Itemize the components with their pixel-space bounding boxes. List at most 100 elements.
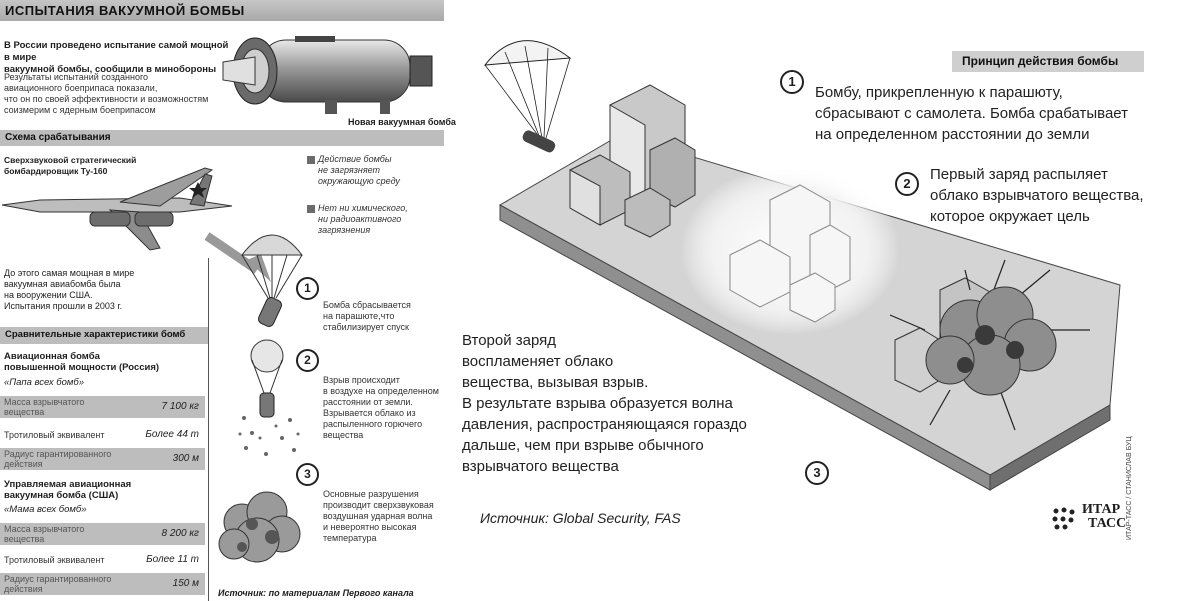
step-1-text: Бомба сбрасывается на парашюте,что стаби… — [323, 300, 443, 333]
row-label: действия — [4, 584, 43, 594]
step-line: воздушная ударная волна — [323, 511, 433, 521]
step-3-text: Основные разрушения производит сверхзвук… — [323, 489, 443, 544]
row-value: Более 44 т — [145, 429, 199, 440]
drop-arrow — [205, 232, 271, 282]
principle-header: Принцип действия бомбы — [952, 51, 1144, 72]
intro-lead: В России проведено испытание самой мощно… — [4, 40, 234, 76]
intro-lead-line: В России проведено испытание самой мощно… — [4, 40, 229, 63]
note-no-contamination: Нет ни химического, ни радиоактивного за… — [318, 203, 438, 236]
row-label: вещества — [4, 534, 45, 544]
note-no-pollution: Действие бомбы не загрязняет окружающую … — [318, 154, 438, 187]
principle-line: вещества, вызывая взрыв. — [462, 374, 649, 391]
usa-bomb-name: Управляемая авиационная вакуумная бомба … — [4, 479, 204, 501]
principle-line: Первый заряд распыляет — [930, 166, 1108, 183]
principle-line: В результате взрыва образуется волна — [462, 395, 733, 412]
vacuum-bomb-illustration — [222, 36, 433, 114]
intro-body-line: что он по своей эффективности и возможно… — [4, 94, 209, 104]
bomber-caption-line: бомбардировщик Ту-160 — [4, 166, 108, 176]
explosion-illustration — [218, 491, 301, 563]
left-source: Источник: по материалам Первого канала — [218, 588, 414, 598]
principle-step-2-badge: 2 — [895, 172, 919, 196]
step-2-text: Взрыв происходит в воздухе на определенн… — [323, 375, 443, 441]
intro-body-line: соизмерим с ядерным боеприпасом — [4, 105, 156, 115]
step-line: Взрыв происходит — [323, 375, 400, 385]
principle-line: облако взрывчатого вещества, — [930, 187, 1144, 204]
step-2-badge: 2 — [296, 349, 319, 372]
logo-line: ТАСС — [1088, 516, 1127, 531]
note-bullet — [307, 156, 315, 164]
principle-line: на определенном расстоянии до земли — [815, 126, 1090, 143]
step-line: Основные разрушения — [323, 489, 419, 499]
row-label: Масса взрывчатого — [4, 524, 85, 534]
city-block-illustration — [483, 40, 1121, 491]
usa-row: Тротиловый эквивалент Более 11 т — [0, 549, 205, 571]
principle-step-3-text: Второй заряд воспламеняет облако веществ… — [462, 330, 782, 477]
russia-bomb-name: Авиационная бомба повышенной мощности (Р… — [4, 351, 204, 373]
row-label: Тротиловый эквивалент — [4, 555, 105, 565]
principle-line: воспламеняет облако — [462, 353, 614, 370]
row-label: Радиус гарантированного — [4, 449, 112, 459]
step-line: вещества — [323, 430, 364, 440]
step-line: Взрывается облако из — [323, 408, 416, 418]
row-label: Масса взрывчатого — [4, 397, 85, 407]
cloud-dispersal-illustration — [238, 339, 300, 456]
row-value: Более 11 т — [146, 554, 199, 565]
note-line: окружающую среду — [318, 176, 400, 186]
previous-line: Испытания прошли в 2003 г. — [4, 301, 123, 311]
row-label: Тротиловый эквивалент — [4, 430, 105, 440]
note-line: Действие бомбы — [318, 154, 392, 164]
row-label: вещества — [4, 407, 45, 417]
principle-step-1-badge: 1 — [780, 70, 804, 94]
principle-line: взрывчатого вещества — [462, 458, 619, 475]
right-source: Источник: Global Security, FAS — [480, 510, 681, 526]
row-value: 300 м — [172, 453, 199, 464]
row-value: 150 м — [172, 578, 199, 589]
bomber-caption: Сверхзвуковой стратегический бомбардиров… — [4, 155, 184, 177]
step-line: температура — [323, 533, 377, 543]
row-label: действия — [4, 459, 43, 469]
principle-line: которое окружает цель — [930, 208, 1090, 225]
page-title: ИСПЫТАНИЯ ВАКУУМНОЙ БОМБЫ — [0, 0, 444, 21]
step-line: и невероятно высокая — [323, 522, 417, 532]
previous-line: на вооружении США. — [4, 290, 93, 300]
previous-record: До этого самая мощная в мире вакуумная а… — [4, 268, 204, 312]
logo-line: ИТАР — [1082, 502, 1121, 517]
parachute-bomb-illustration — [240, 234, 304, 327]
principle-line: дальше, чем при взрыве обычного — [462, 437, 704, 454]
intro-body: Результаты испытаний созданного авиацион… — [4, 72, 224, 116]
principle-line: сбрасывают с самолета. Бомба срабатывает — [815, 105, 1129, 122]
step-line: расстоянии от земли. — [323, 397, 413, 407]
principle-step-1-text: Бомбу, прикрепленную к парашюту, сбрасыв… — [815, 82, 1145, 145]
bomb-name-line: вакуумная бомба (США) — [4, 490, 119, 501]
bomber-caption-line: Сверхзвуковой стратегический — [4, 155, 137, 165]
principle-line: Второй заряд — [462, 332, 557, 349]
tu160-bomber-illustration — [1, 167, 233, 251]
step-line: в воздухе на определенном — [323, 386, 439, 396]
step-3-badge: 3 — [296, 463, 319, 486]
step-line: на парашюте,что — [323, 311, 395, 321]
previous-line: вакуумная авиабомба была — [4, 279, 121, 289]
intro-lead-line: вакуумной бомбы, сообщили в минобороны — [4, 64, 217, 75]
note-line: не загрязняет — [318, 165, 381, 175]
comparison-header: Сравнительные характеристики бомб — [0, 327, 208, 344]
row-value: 7 100 кг — [161, 401, 199, 412]
step-line: стабилизирует спуск — [323, 322, 409, 332]
principle-line: Бомбу, прикрепленную к парашюту, — [815, 84, 1063, 101]
step-line: производит сверхзвуковая — [323, 500, 434, 510]
previous-line: До этого самая мощная в мире — [4, 268, 135, 278]
row-label: Радиус гарантированного — [4, 574, 112, 584]
principle-line: давления, распространяющаяся гораздо — [462, 416, 747, 433]
intro-body-line: авиационного боеприпаса показали, — [4, 83, 158, 93]
note-bullet — [307, 205, 315, 213]
bomb-name-line: повышенной мощности (Россия) — [4, 362, 160, 373]
credit-vertical: ИТАР-ТАСС / СТАНИСЛАВ БУЦ — [1126, 436, 1133, 540]
step-line: распыленного горючего — [323, 419, 423, 429]
principle-step-2-text: Первый заряд распыляет облако взрывчатог… — [930, 164, 1160, 227]
itar-tass-logo-text: ИТАР ТАСС — [1082, 503, 1126, 531]
bomb-name-line: Авиационная бомба — [4, 351, 100, 362]
step-line: Бомба сбрасывается — [323, 300, 411, 310]
